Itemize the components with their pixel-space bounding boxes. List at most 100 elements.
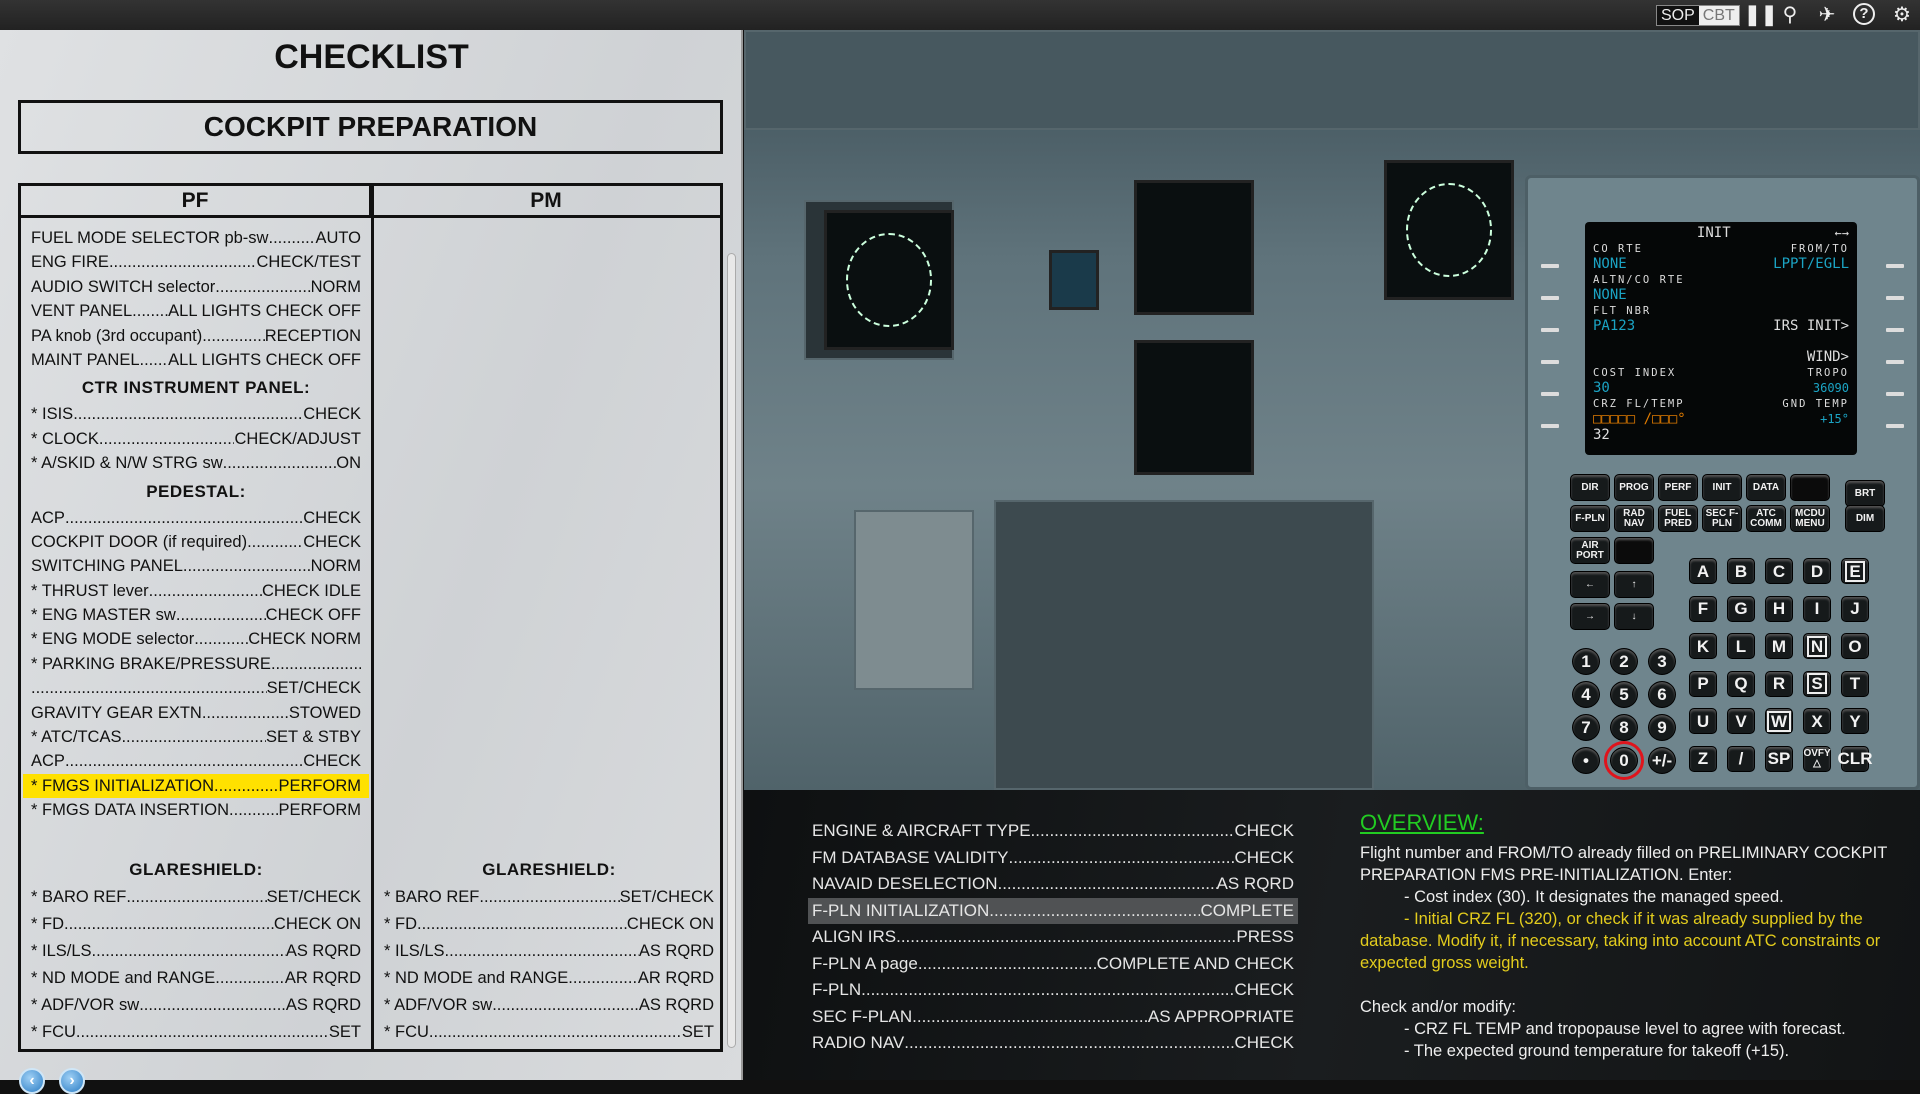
- gear-icon[interactable]: ⚙: [1893, 4, 1911, 26]
- mcdu-key-l[interactable]: L: [1727, 633, 1755, 659]
- mcdu-key-f-pln[interactable]: F-PLN: [1570, 505, 1610, 532]
- checklist-item[interactable]: * ILS/LSAS RQRD: [31, 938, 361, 965]
- line-select-key-l4[interactable]: [1541, 360, 1559, 364]
- checklist-item[interactable]: * BARO REFSET/CHECK: [31, 884, 361, 911]
- mcdu-key-4[interactable]: 4: [1572, 681, 1600, 708]
- checklist-item[interactable]: * CLOCKCHECK/ADJUST: [31, 427, 361, 451]
- mcdu-key-b[interactable]: B: [1727, 558, 1755, 584]
- mcdu-key-8[interactable]: 8: [1610, 714, 1638, 741]
- line-select-key-l1[interactable]: [1541, 264, 1559, 268]
- checklist-item[interactable]: ENG FIRECHECK/TEST: [31, 250, 361, 274]
- mcdu-key-2[interactable]: 2: [1610, 648, 1638, 675]
- mcdu-key-plus-minus[interactable]: +/-: [1648, 747, 1676, 774]
- airplane-icon[interactable]: ✈: [1818, 4, 1836, 26]
- checklist-item[interactable]: * ATC/TCASSET & STBY: [31, 725, 361, 749]
- mcdu-key-f[interactable]: F: [1689, 595, 1717, 622]
- mcdu-key-prog[interactable]: PROG: [1614, 474, 1654, 501]
- mcdu-key-y[interactable]: Y: [1841, 708, 1869, 734]
- checklist-item-current[interactable]: * FMGS INITIALIZATIONPERFORM: [23, 773, 369, 799]
- procedure-step[interactable]: FM DATABASE VALIDITYCHECK: [808, 845, 1298, 872]
- checklist-item[interactable]: SWITCHING PANELNORM: [31, 554, 361, 578]
- checklist-item[interactable]: * THRUST leverCHECK IDLE: [31, 579, 361, 603]
- mcdu-key-t[interactable]: T: [1841, 670, 1869, 697]
- checklist-item[interactable]: * ND MODE and RANGEAR RQRD: [31, 965, 361, 992]
- mcdu-key-dir[interactable]: DIR: [1570, 474, 1610, 501]
- checklist-item[interactable]: PA knob (3rd occupant)RECEPTION: [31, 324, 361, 348]
- mcdu-key-r[interactable]: R: [1765, 670, 1793, 697]
- procedure-step[interactable]: ENGINE & AIRCRAFT TYPECHECK: [808, 818, 1298, 845]
- mcdu-key-airport[interactable]: AIR PORT: [1570, 537, 1610, 564]
- mcdu-key-dim[interactable]: DIM: [1845, 505, 1885, 532]
- checklist-item[interactable]: SET/CHECK: [31, 676, 361, 700]
- line-select-key-l2[interactable]: [1541, 296, 1559, 300]
- mcdu-key-clr[interactable]: CLR: [1838, 745, 1872, 772]
- mcdu-key-c[interactable]: C: [1765, 558, 1793, 584]
- mcdu-key-fuel-pred[interactable]: FUEL PRED: [1658, 505, 1698, 532]
- checklist-item[interactable]: * ND MODE and RANGEAR RQRD: [384, 965, 714, 992]
- checklist-item[interactable]: * FCUSET: [31, 1019, 361, 1046]
- mcdu-key-j[interactable]: J: [1841, 595, 1869, 622]
- mcdu-key-dot[interactable]: •: [1572, 747, 1600, 774]
- next-page-button[interactable]: ›: [59, 1068, 85, 1094]
- mcdu-key-z[interactable]: Z: [1689, 745, 1717, 772]
- line-select-key-r2[interactable]: [1886, 296, 1904, 300]
- mcdu-key-sp[interactable]: SP: [1765, 745, 1793, 772]
- slew-right-key[interactable]: →: [1570, 603, 1610, 630]
- mcdu-key-1[interactable]: 1: [1572, 648, 1600, 675]
- mcdu-key-3[interactable]: 3: [1648, 648, 1676, 675]
- checklist-item[interactable]: * FMGS DATA INSERTIONPERFORM: [31, 798, 361, 822]
- checklist-item[interactable]: * PARKING BRAKE/PRESSURE: [31, 652, 361, 676]
- checklist-item[interactable]: * ADF/VOR swAS RQRD: [31, 992, 361, 1019]
- checklist-item[interactable]: * ENG MASTER swCHECK OFF: [31, 603, 361, 627]
- mcdu-key-u[interactable]: U: [1689, 708, 1717, 734]
- checklist-item[interactable]: FUEL MODE SELECTOR pb-swAUTO: [31, 226, 361, 250]
- mcdu-key-mcdu-menu[interactable]: MCDU MENU: [1790, 505, 1830, 532]
- checklist-item[interactable]: * ENG MODE selectorCHECK NORM: [31, 627, 361, 651]
- checklist-item[interactable]: VENT PANEL....ALL LIGHTS CHECK OFF: [31, 299, 361, 323]
- mcdu-key-q[interactable]: Q: [1727, 670, 1755, 697]
- mcdu-key-n[interactable]: N: [1803, 633, 1831, 659]
- mcdu-key-6[interactable]: 6: [1648, 681, 1676, 708]
- mcdu-key-rad-nav[interactable]: RAD NAV: [1614, 505, 1654, 532]
- sop-mode[interactable]: SOP: [1657, 6, 1699, 25]
- procedure-step-current[interactable]: F-PLN INITIALIZATIONCOMPLETE: [808, 897, 1298, 924]
- mcdu-key-o[interactable]: O: [1841, 633, 1869, 659]
- procedure-step[interactable]: F-PLNCHECK: [808, 977, 1298, 1004]
- mcdu-key-blank[interactable]: [1614, 537, 1654, 564]
- procedure-step[interactable]: ALIGN IRS PRESS: [808, 924, 1298, 951]
- checklist-item[interactable]: * FDCHECK ON: [31, 911, 361, 938]
- help-icon[interactable]: ?: [1853, 3, 1875, 25]
- slew-left-key[interactable]: ←: [1570, 571, 1610, 598]
- mcdu-key-5[interactable]: 5: [1610, 681, 1638, 708]
- procedure-step[interactable]: NAVAID DESELECTIONAS RQRD: [808, 871, 1298, 898]
- slew-up-key[interactable]: ↑: [1614, 571, 1654, 598]
- line-select-key-r1[interactable]: [1886, 264, 1904, 268]
- line-select-key-r5[interactable]: [1886, 392, 1904, 396]
- checklist-item[interactable]: * FDCHECK ON: [384, 911, 714, 938]
- checklist-item[interactable]: * FCUSET: [384, 1019, 714, 1046]
- cbt-mode[interactable]: CBT: [1698, 6, 1739, 25]
- mcdu-key-ovfy-[interactable]: OVFY △: [1803, 745, 1831, 772]
- mcdu-key-s[interactable]: S: [1803, 670, 1831, 697]
- mcdu-key-9[interactable]: 9: [1648, 714, 1676, 741]
- checklist-item[interactable]: ACPCHECK: [31, 749, 361, 773]
- mcdu-key-sec-f-pln[interactable]: SEC F-PLN: [1702, 505, 1742, 532]
- mcdu-key-7[interactable]: 7: [1572, 714, 1600, 741]
- line-select-key-r3[interactable]: [1886, 328, 1904, 332]
- checklist-item[interactable]: * ISISCHECK: [31, 402, 361, 426]
- mcdu-key-x[interactable]: X: [1803, 708, 1831, 734]
- mcdu-key-i[interactable]: I: [1803, 595, 1831, 622]
- line-select-key-l6[interactable]: [1541, 424, 1559, 428]
- slew-down-key[interactable]: ↓: [1614, 603, 1654, 630]
- procedure-step[interactable]: RADIO NAVCHECK: [808, 1030, 1298, 1057]
- procedure-step[interactable]: SEC F-PLANAS APPROPRIATE: [808, 1004, 1298, 1031]
- checklist-item[interactable]: * BARO REFSET/CHECK: [384, 884, 714, 911]
- checklist-item[interactable]: * ADF/VOR swAS RQRD: [384, 992, 714, 1019]
- map-route-icon[interactable]: ⚲: [1782, 4, 1798, 26]
- mcdu-key-blank[interactable]: [1790, 474, 1830, 501]
- prev-page-button[interactable]: ‹: [19, 1068, 45, 1094]
- mcdu-key-p[interactable]: P: [1689, 670, 1717, 697]
- mcdu-key-0[interactable]: 0: [1604, 741, 1644, 780]
- sop-cbt-toggle[interactable]: SOP CBT: [1656, 5, 1740, 26]
- checklist-item[interactable]: * ILS/LSAS RQRD: [384, 938, 714, 965]
